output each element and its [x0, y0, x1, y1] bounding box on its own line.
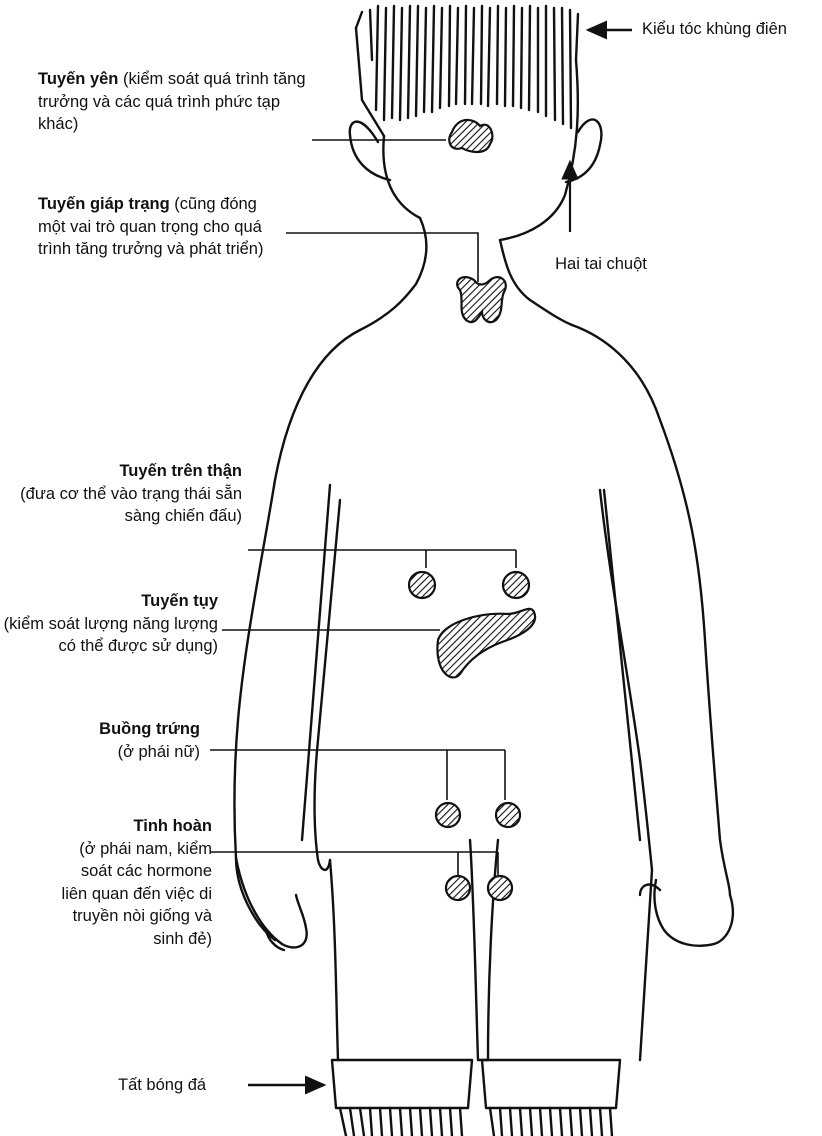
- testis-left: [446, 876, 470, 900]
- label-testes-name: Tinh hoàn: [133, 817, 212, 835]
- arm-inner-lines: [302, 485, 640, 840]
- ovary-left: [436, 803, 460, 827]
- label-ovaries-name: Buồng trứng: [99, 720, 200, 738]
- label-thyroid: Tuyến giáp trạng (cũng đóng một vai trò …: [38, 193, 283, 261]
- adrenal-gland-left: [409, 572, 435, 598]
- testis-right: [488, 876, 512, 900]
- label-adrenal-desc: (đưa cơ thể vào trạng thái sẵn sàng chiế…: [20, 485, 242, 526]
- label-ovaries-desc: (ở phái nữ): [118, 743, 200, 761]
- label-socks: Tất bóng đá: [118, 1074, 248, 1097]
- ovary-right: [496, 803, 520, 827]
- label-adrenal: Tuyến trên thận (đưa cơ thể vào trạng th…: [20, 460, 242, 528]
- right-arm: [572, 325, 730, 895]
- label-pancreas-desc: (kiểm soát lượng năng lượng có thể được …: [4, 615, 218, 656]
- label-pituitary-name: Tuyến yên: [38, 70, 118, 88]
- football-socks: [332, 1060, 620, 1136]
- adrenal-gland-right: [503, 572, 529, 598]
- pancreas: [437, 609, 535, 678]
- label-thyroid-name: Tuyến giáp trạng: [38, 195, 170, 213]
- label-pancreas: Tuyến tụy (kiểm soát lượng năng lượng có…: [0, 590, 218, 658]
- pituitary-gland: [449, 120, 492, 152]
- torso-legs: [330, 840, 652, 1060]
- label-pancreas-name: Tuyến tụy: [141, 592, 218, 610]
- thyroid-gland: [457, 277, 506, 322]
- label-testes-desc: (ở phái nam, kiểm soát các hormone liên …: [62, 840, 212, 948]
- hair-spikes: [356, 6, 578, 136]
- label-adrenal-name: Tuyến trên thận: [119, 462, 242, 480]
- left-arm: [234, 330, 360, 940]
- label-pituitary: Tuyến yên (kiểm soát quá trình tăng trưở…: [38, 68, 318, 136]
- label-ovaries: Buồng trứng (ở phái nữ): [20, 718, 200, 763]
- right-hand: [640, 880, 733, 946]
- label-ears: Hai tai chuột: [546, 253, 656, 276]
- label-hair: Kiểu tóc khùng điên: [642, 18, 822, 41]
- label-testes: Tinh hoàn (ở phái nam, kiểm soát các hor…: [60, 815, 212, 950]
